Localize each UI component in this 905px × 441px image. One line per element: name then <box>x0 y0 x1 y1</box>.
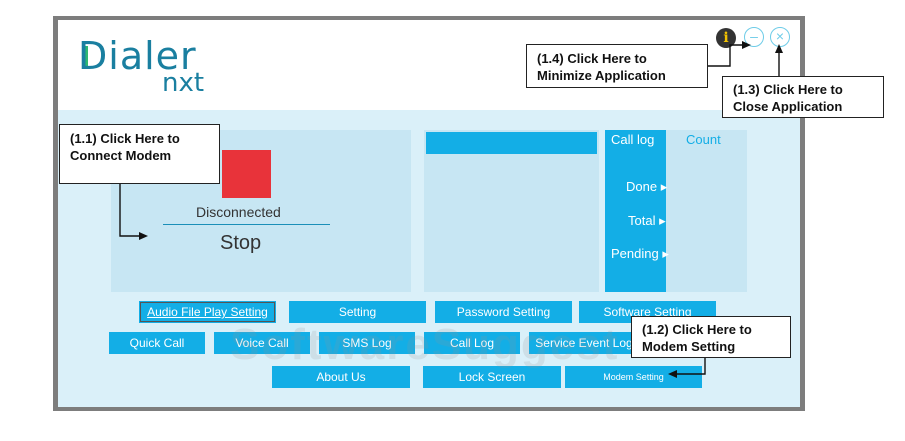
info-icon[interactable]: i <box>716 28 736 48</box>
status-divider <box>163 224 330 225</box>
password-setting-button[interactable]: Password Setting <box>435 301 572 323</box>
count-header: Count <box>686 132 721 147</box>
lock-screen-button[interactable]: Lock Screen <box>423 366 561 388</box>
call-log-column <box>605 130 666 292</box>
callout-connect-modem: (1.1) Click Here to Connect Modem <box>59 124 220 184</box>
connect-modem-button[interactable] <box>222 150 271 198</box>
logo-sub: nxt <box>162 68 205 98</box>
callout-minimize-app: (1.4) Click Here to Minimize Application <box>526 44 708 88</box>
callout-modem-setting-line2: Modem Setting <box>642 339 736 354</box>
stop-button[interactable]: Stop <box>220 232 262 254</box>
logo-accent <box>85 46 88 68</box>
callout-close-app-line1: (1.3) Click Here to <box>733 82 843 97</box>
audio-file-play-setting-button[interactable]: Audio File Play Setting <box>139 301 276 323</box>
callout-connect-modem-line2: Connect Modem <box>70 148 172 163</box>
about-us-button[interactable]: About Us <box>272 366 410 388</box>
call-log-total-label: Total <box>628 213 656 228</box>
middle-panel-header <box>426 132 597 154</box>
close-icon[interactable]: × <box>770 27 790 47</box>
sms-log-button[interactable]: SMS Log <box>319 332 415 354</box>
callout-minimize-app-line1: (1.4) Click Here to <box>537 51 647 66</box>
modem-setting-button[interactable]: Modem Setting <box>565 366 702 388</box>
call-log-done-label: Done <box>626 179 658 194</box>
voice-call-button[interactable]: Voice Call <box>214 332 310 354</box>
middle-panel <box>424 130 599 292</box>
call-log-header: Call log <box>611 132 655 147</box>
callout-close-app-line2: Close Application <box>733 99 843 114</box>
setting-button[interactable]: Setting <box>289 301 426 323</box>
callout-minimize-app-line2: Minimize Application <box>537 68 666 83</box>
call-log-button[interactable]: Call Log <box>424 332 520 354</box>
callout-modem-setting: (1.2) Click Here to Modem Setting <box>631 316 791 358</box>
call-log-pending: Pending ▸ <box>611 246 669 261</box>
call-log-total: Total ▸ <box>628 213 666 228</box>
watermark: SoftwareSuggest <box>230 320 620 369</box>
service-event-log-button[interactable]: Service Event Log <box>529 332 639 354</box>
quick-call-button[interactable]: Quick Call <box>109 332 205 354</box>
call-log-pending-label: Pending <box>611 246 659 261</box>
connection-status: Disconnected <box>196 204 281 220</box>
call-log-done: Done ▸ <box>626 179 668 194</box>
callout-close-app: (1.3) Click Here to Close Application <box>722 76 884 118</box>
logo-main: Dialer <box>78 34 197 78</box>
callout-connect-modem-line1: (1.1) Click Here to <box>70 131 180 146</box>
callout-modem-setting-line1: (1.2) Click Here to <box>642 322 752 337</box>
minimize-icon[interactable]: – <box>744 27 764 47</box>
